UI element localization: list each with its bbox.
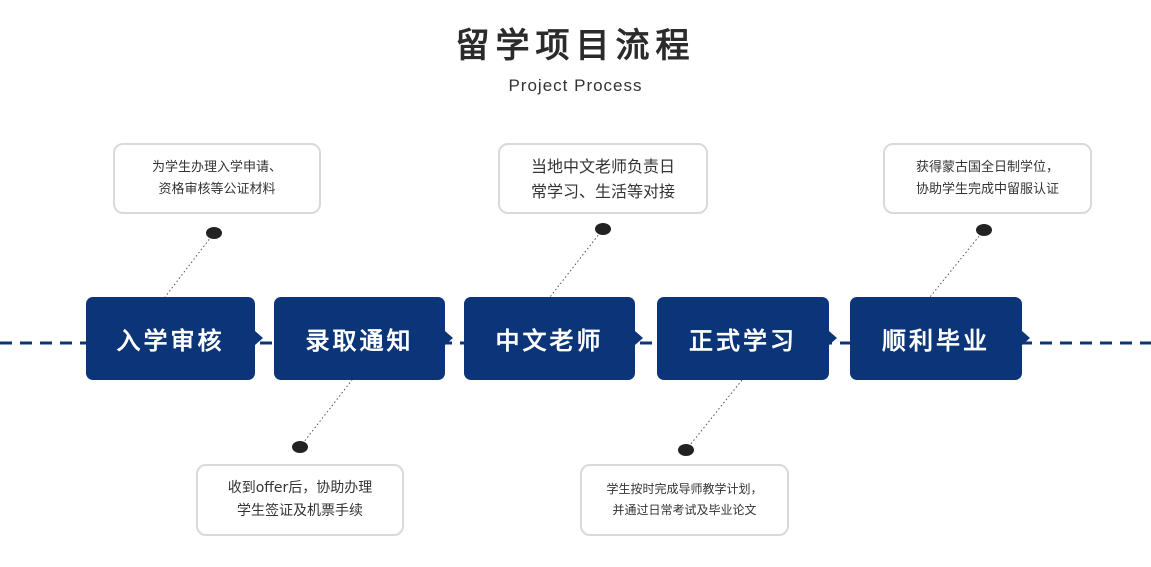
connector-line-2 <box>299 379 353 448</box>
note-line: 协助学生完成中留服认证 <box>915 181 1059 197</box>
note-enrollment-review: 为学生办理入学申请、 资格审核等公证材料 <box>113 143 321 214</box>
note-line: 当地中文老师负责日 <box>530 156 675 176</box>
note-line: 收到offer后，协助办理 <box>227 480 373 496</box>
step-label: 顺利毕业 <box>882 327 990 355</box>
note-line: 学生签证及机票手续 <box>237 503 363 519</box>
connector-dot-4 <box>678 444 694 456</box>
connector-line-1 <box>164 232 215 298</box>
connector-dot-5 <box>976 224 992 236</box>
step-chinese-teacher: 中文老师 <box>464 297 643 380</box>
connector-dot-1 <box>206 227 222 239</box>
step-label: 录取通知 <box>305 327 414 355</box>
step-label: 正式学习 <box>689 327 797 355</box>
note-graduation: 获得蒙古国全日制学位， 协助学生完成中留服认证 <box>883 143 1092 214</box>
step-enrollment-review: 入学审核 <box>86 297 263 380</box>
note-line: 并通过日常考试及毕业论文 <box>612 503 757 517</box>
step-admission-notice: 录取通知 <box>274 297 453 380</box>
note-line: 为学生办理入学申请、 <box>151 159 282 175</box>
note-line: 资格审核等公证材料 <box>158 181 276 197</box>
connector-dot-3 <box>595 223 611 235</box>
step-label: 入学审核 <box>116 327 225 355</box>
step-formal-study: 正式学习 <box>657 297 837 380</box>
step-label: 中文老师 <box>495 327 604 355</box>
note-admission-notice: 收到offer后，协助办理 学生签证及机票手续 <box>196 464 404 536</box>
note-line: 学生按时完成导师教学计划， <box>606 482 763 496</box>
connector-line-4 <box>685 379 743 451</box>
page-title: 留学项目流程 <box>455 26 696 66</box>
connector-line-5 <box>929 229 985 298</box>
note-line: 获得蒙古国全日制学位， <box>915 159 1059 175</box>
page-subtitle: Project Process <box>508 76 643 95</box>
connector-dot-2 <box>292 441 308 453</box>
note-line: 常学习、生活等对接 <box>530 181 675 201</box>
connector-line-3 <box>549 228 604 298</box>
step-graduation: 顺利毕业 <box>850 297 1030 380</box>
note-chinese-teacher: 当地中文老师负责日 常学习、生活等对接 <box>498 143 708 214</box>
note-formal-study: 学生按时完成导师教学计划， 并通过日常考试及毕业论文 <box>580 464 789 536</box>
